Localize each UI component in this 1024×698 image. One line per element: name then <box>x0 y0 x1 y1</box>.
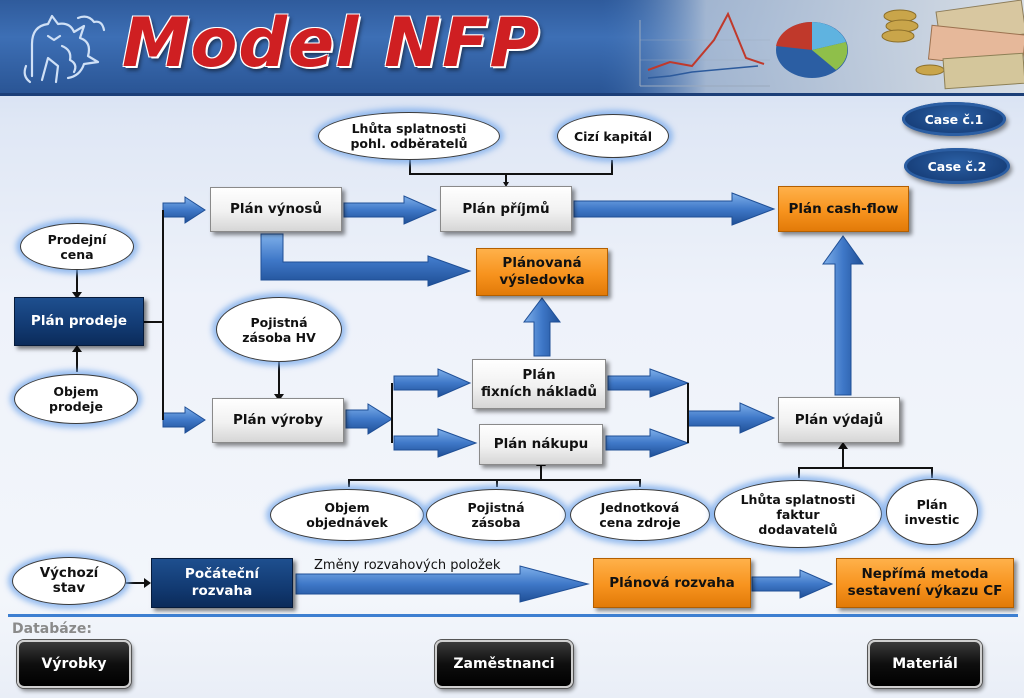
node-planova-rozvaha[interactable]: Plánová rozvaha <box>593 558 751 608</box>
case-2-button[interactable]: Case č.2 <box>904 148 1010 184</box>
input-lhuta-dodavatelu-line2: faktur <box>776 506 820 522</box>
app-title: Model NFP <box>122 4 541 83</box>
input-lhuta-dodavatelu-line3: dodavatelů <box>758 521 838 537</box>
arrow-fixni-out <box>607 368 690 398</box>
node-plan-fixnich-line1: Plán <box>522 367 556 383</box>
node-planovana-vysledovka-line2: výsledovka <box>499 272 585 288</box>
input-cizi-kapital[interactable]: Cizí kapitál <box>557 114 669 158</box>
case-1-button[interactable]: Case č.1 <box>902 102 1006 136</box>
zamestnanci-button-label: Zaměstnanci <box>453 656 555 672</box>
node-plan-prijmu-label: Plán příjmů <box>462 200 550 217</box>
input-pojistna-zasoba-line2: zásoba <box>471 515 521 530</box>
input-pojistna-zasoba-hv-line2: zásoba HV <box>242 329 316 345</box>
input-plan-investic-line1: Plán <box>916 497 948 512</box>
case-1-label: Case č.1 <box>924 111 984 127</box>
university-lion-logo <box>23 14 106 84</box>
input-jednotkova-cena-line1: Jednotková <box>600 500 680 515</box>
input-objem-objednavek[interactable]: Objem objednávek <box>270 489 424 541</box>
arrow-vynosy-prijmy <box>343 195 438 225</box>
input-objem-prodeje[interactable]: Objem prodeje <box>14 374 138 424</box>
input-objem-prodeje-line2: prodeje <box>49 399 103 414</box>
node-plan-nakupu[interactable]: Plán nákupu <box>479 424 603 465</box>
input-objem-objednavek-line1: Objem <box>324 500 370 515</box>
node-neprima-metoda-line1: Nepřímá metoda <box>861 566 989 582</box>
arrow-vynosy-vysledovka <box>260 233 472 287</box>
zamestnanci-button[interactable]: Zaměstnanci <box>435 640 573 688</box>
arrow-prijmy-cashflow <box>573 192 776 226</box>
input-vychozi-stav[interactable]: Výchozí stav <box>12 557 126 605</box>
node-planovana-vysledovka-line1: Plánovaná <box>502 255 582 271</box>
input-lhuta-dodavatelu-line1: Lhůta splatnosti <box>740 491 856 507</box>
arrow-fixni-vysledovka <box>523 297 561 357</box>
node-plan-vynosu-label: Plán výnosů <box>229 201 323 217</box>
header-banner: Model NFP <box>0 0 1024 96</box>
input-lhuta-odberatelu[interactable]: Lhůta splatnosti pohl. odběratelů <box>318 112 500 160</box>
node-plan-vyroby[interactable]: Plán výroby <box>212 398 344 443</box>
input-lhuta-odberatelu-line2: pohl. odběratelů <box>350 136 468 151</box>
arrow-vydaje-cashflow <box>822 235 864 396</box>
input-pojistna-zasoba[interactable]: Pojistná zásoba <box>426 489 566 541</box>
node-plan-fixnich-line2: fixních nákladů <box>481 384 597 400</box>
input-pojistna-zasoba-line1: Pojistná <box>467 500 525 515</box>
node-plan-vynosu[interactable]: Plán výnosů <box>210 187 342 232</box>
input-vychozi-stav-line1: Výchozí <box>39 565 99 581</box>
node-plan-vydaju-label: Plán výdajů <box>794 411 884 428</box>
input-prodejni-cena-line2: cena <box>60 246 94 262</box>
node-plan-nakupu-label: Plán nákupu <box>493 436 589 452</box>
footer-divider <box>8 614 1018 617</box>
arrow-prodej-vyroby <box>162 406 206 434</box>
node-plan-fixnich-nakladu[interactable]: Plán fixních nákladů <box>472 359 606 409</box>
node-plan-vydaju[interactable]: Plán výdajů <box>778 397 900 443</box>
arrow-to-fixni <box>393 368 472 398</box>
node-planovana-vysledovka[interactable]: Plánovaná výsledovka <box>476 248 608 296</box>
input-cizi-kapital-label: Cizí kapitál <box>573 128 653 144</box>
arrow-rozvaha-neprima <box>751 569 834 599</box>
node-pocatecni-rozvaha[interactable]: Počáteční rozvaha <box>151 558 293 608</box>
node-pocatecni-rozvaha-line2: rozvaha <box>191 583 253 599</box>
arrow-to-nakup <box>393 428 478 458</box>
material-button-label: Materiál <box>892 656 958 672</box>
input-objem-objednavek-line2: objednávek <box>306 515 388 530</box>
arrow-zmeny-rozvaha <box>295 565 590 603</box>
node-plan-vyroby-label: Plán výroby <box>233 412 323 428</box>
input-objem-prodeje-line1: Objem <box>53 384 99 399</box>
material-button[interactable]: Materiál <box>868 640 982 688</box>
input-lhuta-odberatelu-line1: Lhůta splatnosti <box>351 121 467 136</box>
node-plan-prodeje[interactable]: Plán prodeje <box>14 297 144 346</box>
input-pojistna-zasoba-hv-line1: Pojistná <box>250 314 308 330</box>
input-plan-investic-line2: investic <box>904 512 960 527</box>
input-plan-investic[interactable]: Plán investic <box>886 479 978 545</box>
node-pocatecni-rozvaha-line1: Počáteční <box>184 566 260 582</box>
input-lhuta-dodavatelu[interactable]: Lhůta splatnosti faktur dodavatelů <box>714 480 882 548</box>
node-plan-cash-flow-label: Plán cash-flow <box>788 200 899 217</box>
arrow-to-vydaje <box>687 402 776 434</box>
arrow-prodej-vynosy <box>162 196 206 224</box>
input-prodejni-cena-line1: Prodejní <box>47 231 107 247</box>
label-zmeny-rozvahovych: Změny rozvahových položek <box>314 558 501 573</box>
input-pojistna-zasoba-hv[interactable]: Pojistná zásoba HV <box>216 297 342 362</box>
arrow-vyroby-split <box>345 403 393 435</box>
arrow-nakup-out <box>605 428 690 458</box>
vyrobky-button[interactable]: Výrobky <box>17 640 131 688</box>
node-plan-prijmu[interactable]: Plán příjmů <box>440 186 572 232</box>
database-label: Databáze: <box>12 621 92 637</box>
input-jednotkova-cena[interactable]: Jednotková cena zdroje <box>570 489 710 541</box>
node-plan-prodeje-label: Plán prodeje <box>30 313 128 329</box>
vyrobky-button-label: Výrobky <box>41 656 107 672</box>
input-jednotkova-cena-line2: cena zdroje <box>599 515 681 530</box>
node-neprima-metoda[interactable]: Nepřímá metoda sestavení výkazu CF <box>836 558 1014 608</box>
input-vychozi-stav-line2: stav <box>52 580 86 596</box>
node-planova-rozvaha-label: Plánová rozvaha <box>609 574 735 591</box>
case-2-label: Case č.2 <box>927 158 987 174</box>
input-prodejni-cena[interactable]: Prodejní cena <box>20 223 134 270</box>
node-neprima-metoda-line2: sestavení výkazu CF <box>847 583 1003 599</box>
finance-decoration-image <box>600 0 1024 93</box>
node-plan-cash-flow[interactable]: Plán cash-flow <box>778 186 909 232</box>
